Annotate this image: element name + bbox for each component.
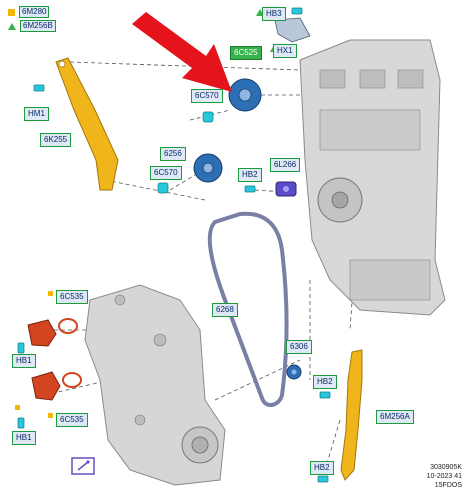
marker-squares bbox=[15, 291, 53, 418]
label-hb2-middle: HB2 bbox=[313, 375, 337, 389]
label-6c570-lower: 6C570 bbox=[150, 166, 182, 180]
label-6306: 6306 bbox=[286, 340, 312, 354]
label-6268: 6268 bbox=[212, 303, 238, 317]
legend-row-square: 6M280 bbox=[8, 6, 50, 18]
bolt-hb2-a bbox=[244, 185, 256, 193]
bolt-6c570-a bbox=[202, 111, 214, 123]
label-6c570-upper: 6C570 bbox=[191, 89, 223, 103]
legend-row-triangle: 6M256B bbox=[8, 20, 56, 32]
label-hb1-upper: HB1 bbox=[12, 354, 36, 368]
label-6m256a: 6M256A bbox=[376, 410, 414, 424]
label-hx1: HX1 bbox=[273, 44, 297, 58]
bracket-hx1 bbox=[274, 17, 311, 43]
legend-code: 6M256B bbox=[20, 20, 56, 32]
label-6c535-upper: 6C535 bbox=[56, 290, 88, 304]
oil-pump-upper bbox=[27, 318, 78, 347]
reference-code: 3030905K 10-2023 41 15FDOS bbox=[427, 463, 462, 490]
oil-pump-lower bbox=[31, 371, 82, 401]
label-6l266: 6L266 bbox=[270, 158, 301, 172]
guide-rail bbox=[340, 349, 363, 481]
special-tool-icon bbox=[71, 457, 95, 475]
bolt-hb2-b bbox=[319, 391, 331, 399]
triangle-icon bbox=[8, 22, 16, 30]
label-hb2-upper: HB2 bbox=[238, 168, 262, 182]
reference-line-1: 3030905K bbox=[430, 464, 462, 471]
tensioner-arm bbox=[55, 57, 119, 191]
timing-cover bbox=[84, 284, 226, 486]
label-6256: 6256 bbox=[160, 147, 186, 161]
camshaft-sprocket-lower bbox=[193, 153, 223, 183]
label-6c535-lower: 6C535 bbox=[56, 413, 88, 427]
bolt-6c570-b bbox=[157, 182, 169, 194]
label-6c525: 6C525 bbox=[230, 46, 262, 60]
reference-line-3: 15FDOS bbox=[434, 482, 462, 489]
label-hb1-lower: HB1 bbox=[12, 431, 36, 445]
label-hm1: HM1 bbox=[24, 107, 49, 121]
square-icon bbox=[8, 8, 15, 16]
bolt-hb2-c bbox=[317, 475, 329, 483]
bolt-hb1-b bbox=[17, 417, 25, 429]
sensor-6l266 bbox=[275, 181, 297, 197]
callout-arrow bbox=[132, 12, 232, 92]
camshaft-sprocket-upper bbox=[228, 78, 262, 112]
timing-belt bbox=[207, 211, 289, 407]
bolt-hm1 bbox=[33, 84, 45, 92]
engine-block bbox=[299, 39, 446, 316]
bolt-hb3 bbox=[291, 7, 303, 15]
legend-code: 6M280 bbox=[19, 6, 50, 18]
label-6k255: 6K255 bbox=[40, 133, 72, 147]
idler-pulley bbox=[286, 364, 302, 380]
reference-line-2: 10-2023 41 bbox=[426, 473, 462, 480]
label-hb2-lower: HB2 bbox=[310, 461, 334, 475]
label-hb3: HB3 bbox=[262, 7, 286, 21]
bolt-hb1-a bbox=[17, 342, 25, 354]
